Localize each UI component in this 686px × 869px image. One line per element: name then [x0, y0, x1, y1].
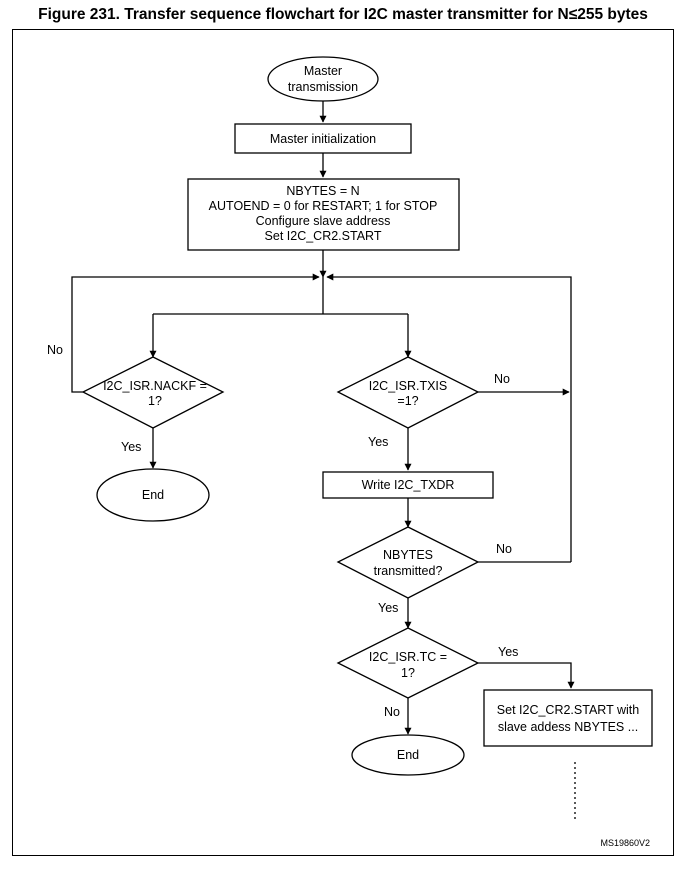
node-config-label-1: NBYTES = N [286, 184, 359, 198]
node-restart: Set I2C_CR2.START with slave addess NBYT… [483, 689, 653, 747]
decision-nbytes: NBYTES transmitted? [336, 526, 480, 599]
decision-tc: I2C_ISR.TC = 1? [336, 627, 480, 699]
node-write: Write I2C_TXDR [322, 471, 494, 499]
edge-tc-yes-restart [478, 662, 575, 689]
decision-txis-label-1: I2C_ISR.TXIS [369, 379, 448, 393]
node-start-label-2: transmission [288, 80, 358, 94]
label-nbytes-no: No [496, 542, 512, 556]
node-write-label: Write I2C_TXDR [362, 478, 455, 492]
decision-nackf: I2C_ISR.NACKF = 1? [81, 356, 225, 429]
node-config-label-2: AUTOEND = 0 for RESTART; 1 for STOP [209, 199, 438, 213]
connectors [71, 101, 576, 820]
decision-tc-label-1: I2C_ISR.TC = [369, 650, 447, 664]
node-end-left-label: End [142, 488, 164, 502]
node-restart-label-2: slave addess NBYTES ... [498, 720, 638, 734]
node-end-left: End [96, 468, 210, 522]
decision-nbytes-label-2: transmitted? [374, 564, 443, 578]
node-restart-label-1: Set I2C_CR2.START with [497, 703, 639, 717]
node-init: Master initialization [234, 123, 412, 154]
decision-nackf-label-2: 1? [148, 394, 162, 408]
node-config-label-4: Set I2C_CR2.START [265, 229, 382, 243]
node-end-bottom: End [351, 734, 465, 776]
node-end-bottom-label: End [397, 748, 419, 762]
node-start: Master transmission [267, 56, 379, 102]
node-config: NBYTES = N AUTOEND = 0 for RESTART; 1 fo… [187, 178, 460, 251]
decision-nbytes-label-1: NBYTES [383, 548, 433, 562]
label-txis-yes: Yes [368, 435, 388, 449]
node-start-label-1: Master [304, 64, 342, 78]
label-txis-no: No [494, 372, 510, 386]
label-nbytes-yes: Yes [378, 601, 398, 615]
edge-labels: No Yes No Yes No Yes Yes No [47, 343, 518, 719]
figure-frame [12, 29, 674, 856]
label-nackf-no: No [47, 343, 63, 357]
decision-txis-label-2: =1? [397, 394, 418, 408]
decision-nackf-label-1: I2C_ISR.NACKF = [103, 379, 207, 393]
node-config-label-3: Configure slave address [256, 214, 391, 228]
figure-reference: MS19860V2 [600, 838, 650, 848]
label-tc-yes: Yes [498, 645, 518, 659]
label-tc-no: No [384, 705, 400, 719]
label-nackf-yes: Yes [121, 440, 141, 454]
figure-title: Figure 231. Transfer sequence flowchart … [38, 6, 648, 23]
decision-tc-label-2: 1? [401, 666, 415, 680]
node-init-label: Master initialization [270, 132, 376, 146]
decision-txis: I2C_ISR.TXIS =1? [336, 356, 480, 429]
edge-right-loop [326, 273, 572, 562]
edge-nackf-no-loop [71, 273, 320, 393]
